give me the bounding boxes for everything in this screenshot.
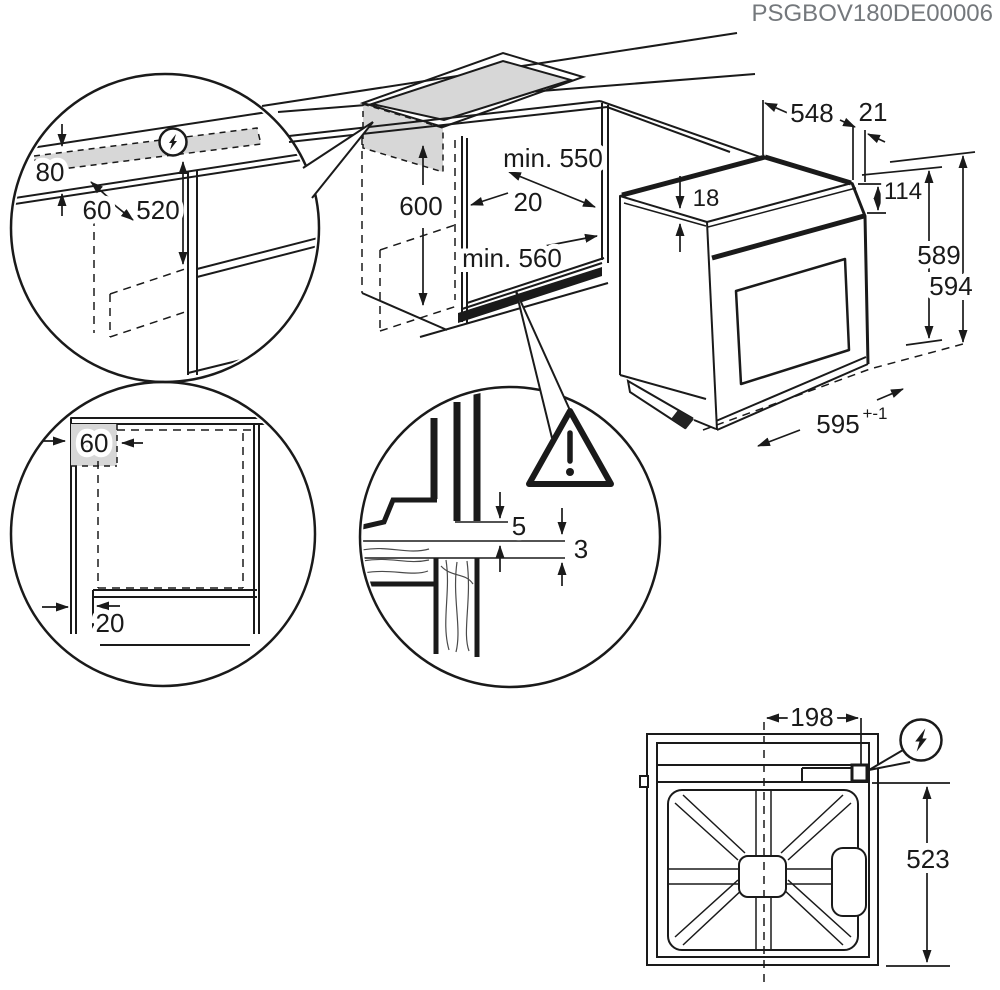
dim-114: 114 [858, 173, 927, 214]
side-recess-60 [71, 424, 117, 466]
rear-panel-brace [668, 790, 852, 950]
oven-door-window [734, 257, 851, 386]
svg-text:523: 523 [906, 844, 949, 874]
svg-text:5: 5 [512, 511, 526, 541]
dim-21: 21 [852, 92, 892, 182]
detail-circle-power-recess: 80 60 520 [9, 72, 374, 384]
product-code: PSGBOV180DE00006 [752, 0, 994, 27]
electric-supply-icon [158, 127, 188, 157]
dim-60-recess: 60 [78, 181, 134, 230]
dim-594: 594 [889, 151, 978, 343]
junction-box-zone [33, 127, 262, 173]
svg-text:3: 3 [574, 534, 588, 564]
detail-circle-gap-section: 5 3 [358, 290, 662, 689]
svg-text:20: 20 [96, 608, 125, 638]
svg-text:min. 550: min. 550 [503, 143, 603, 173]
svg-text:60: 60 [80, 428, 109, 458]
svg-text:600: 600 [399, 191, 442, 221]
mains-terminal [850, 763, 869, 783]
dim-20-plinth: 20 [42, 601, 129, 643]
dim-548: 548 [762, 93, 856, 155]
detail-pointer-c [515, 290, 579, 439]
svg-text:20: 20 [514, 187, 543, 217]
dim-min-560: min. 560 [457, 233, 598, 278]
dim-600: 600 [394, 145, 448, 306]
electric-supply-icon [868, 718, 943, 771]
oven-rear-view: 198 523 [639, 697, 955, 985]
svg-text:+-1: +-1 [862, 404, 887, 423]
svg-text:80: 80 [36, 157, 65, 187]
dim-18: 18 [675, 176, 724, 252]
fan-hub [738, 855, 787, 898]
dim-60-side: 60 [42, 423, 143, 463]
anti-tip-strip [458, 267, 602, 323]
dim-3: 3 [557, 508, 593, 586]
detail-pointer-a [302, 121, 374, 199]
dim-20-niche: 20 [470, 182, 547, 222]
svg-text:595: 595 [816, 409, 859, 439]
svg-text:min. 560: min. 560 [462, 243, 562, 273]
detail-circle-side-section: 60 20 [9, 380, 317, 688]
wood-grain [363, 547, 474, 653]
oven-control-panel [711, 213, 865, 261]
svg-text:18: 18 [693, 185, 720, 212]
svg-text:594: 594 [929, 271, 972, 301]
dim-589: 589 [861, 166, 966, 346]
svg-text:60: 60 [83, 195, 112, 225]
svg-text:589: 589 [917, 240, 960, 270]
hob-cutout-opening [371, 61, 571, 120]
dim-198: 198 [766, 697, 862, 766]
svg-text:548: 548 [790, 98, 833, 128]
oven-3d-view: 18 548 21 114 589 [619, 92, 978, 447]
dim-523: 523 [872, 782, 955, 967]
svg-text:21: 21 [859, 97, 888, 127]
cable-pocket [831, 847, 867, 917]
dim-520: 520 [131, 161, 188, 265]
svg-text:520: 520 [136, 195, 179, 225]
dim-80: 80 [31, 124, 69, 216]
warning-triangle-icon [526, 408, 614, 487]
dim-5: 5 [495, 492, 531, 572]
dim-595: 595 +-1 [757, 388, 904, 447]
oven-foot [671, 410, 694, 429]
svg-text:198: 198 [790, 702, 833, 732]
dim-min-550: min. 550 [498, 138, 608, 208]
svg-text:114: 114 [884, 178, 922, 205]
cabinet-niche: 600 min. 550 20 min. 560 [361, 103, 609, 338]
